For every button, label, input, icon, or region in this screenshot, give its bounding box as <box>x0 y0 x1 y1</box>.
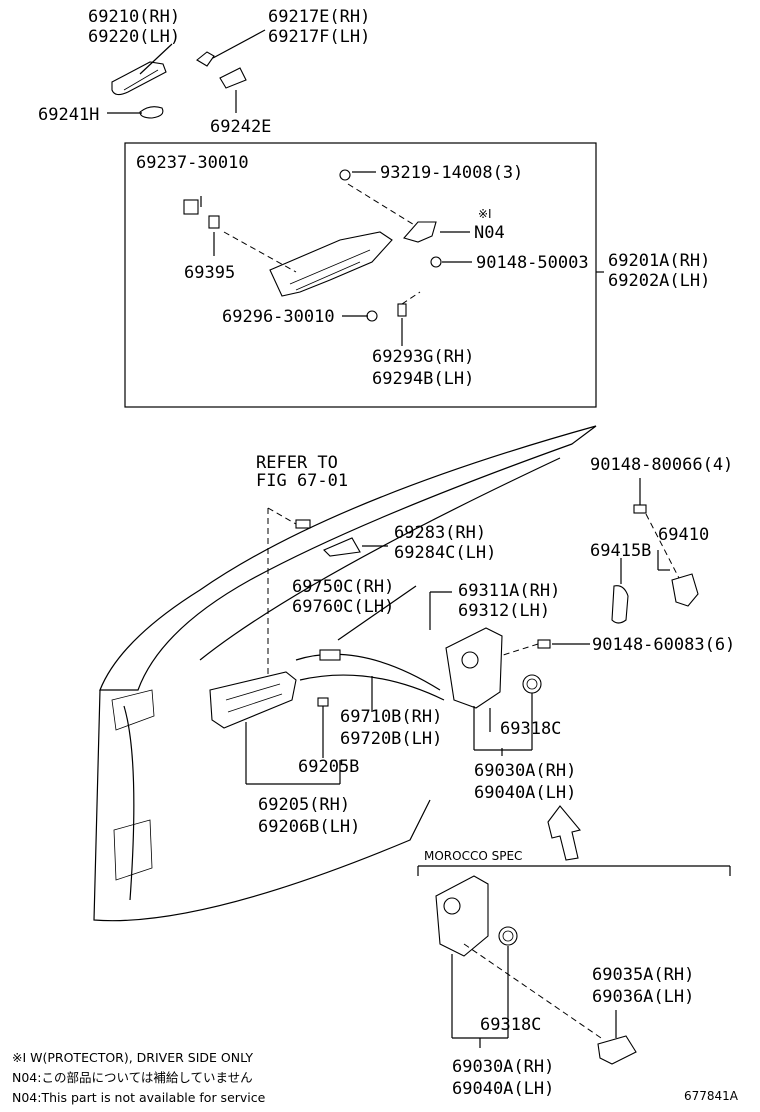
label-69284C: 69284C(LH) <box>394 543 496 563</box>
label-N04: N04 <box>474 223 505 243</box>
handle-pad <box>219 67 247 89</box>
seal-icon <box>522 674 542 694</box>
seal-icon <box>498 926 518 946</box>
label-69283: 69283(RH) <box>394 523 486 543</box>
label-69040A: 69040A(LH) <box>474 783 576 803</box>
label-69030A: 69030A(RH) <box>474 761 576 781</box>
outside-handle <box>111 61 167 96</box>
morocco-spec <box>417 865 731 1065</box>
frame-assembly <box>183 169 604 346</box>
label-note-mark: ※I <box>478 207 492 221</box>
handle-gasket <box>139 106 164 119</box>
label-69217F: 69217F(LH) <box>268 27 370 47</box>
label-69206B: 69206B(LH) <box>258 817 360 837</box>
handle-cap <box>196 51 215 67</box>
outside-handle-group <box>107 29 266 119</box>
screw-icon <box>317 697 329 707</box>
label-69410: 69410 <box>658 525 709 545</box>
clip-icon <box>208 215 220 229</box>
sensor-icon <box>597 1035 637 1065</box>
cables <box>295 585 452 712</box>
label-69210: 69210(RH) <box>88 7 180 27</box>
bolt-icon <box>430 256 442 268</box>
label-69202A: 69202A(LH) <box>608 271 710 291</box>
bolt-icon <box>339 169 351 181</box>
label-69242E: 69242E <box>210 117 271 137</box>
lock-assembly <box>445 627 590 756</box>
footnote-n04-en: N04:This part is not available for servi… <box>12 1090 266 1105</box>
label-90148-50003: 90148-50003 <box>476 253 589 273</box>
label-fig-67-01: FIG 67-01 <box>256 471 348 491</box>
label-69201A: 69201A(RH) <box>608 251 710 271</box>
label-69205: 69205(RH) <box>258 795 350 815</box>
protector-icon <box>403 221 437 243</box>
label-69296: 69296-30010 <box>222 307 335 327</box>
label-69036A: 69036A(LH) <box>592 987 694 1007</box>
footnote-protector: ※I W(PROTECTOR), DRIVER SIDE ONLY <box>12 1050 253 1065</box>
label-refer-to: REFER TO <box>256 453 338 473</box>
label-69217E: 69217E(RH) <box>268 7 370 27</box>
frame-body <box>269 231 393 297</box>
inside-handle <box>209 671 341 785</box>
label-morocco-spec: MOROCCO SPEC <box>424 849 522 863</box>
label-69241H: 69241H <box>38 105 99 125</box>
label-69040A-morocco: 69040A(LH) <box>452 1079 554 1099</box>
label-93219: 93219-14008(3) <box>380 163 523 183</box>
label-69035A: 69035A(RH) <box>592 965 694 985</box>
label-69710B: 69710B(RH) <box>340 707 442 727</box>
cushion-icon <box>183 199 199 215</box>
screw-icon <box>295 519 311 529</box>
figure-number: 677841A <box>684 1089 739 1103</box>
striker-group <box>611 478 699 624</box>
pad-icon <box>397 303 407 317</box>
label-69311A: 69311A(RH) <box>458 581 560 601</box>
label-69205B: 69205B <box>298 757 359 777</box>
label-69318C: 69318C <box>500 719 561 739</box>
label-69395: 69395 <box>184 263 235 283</box>
label-69415B: 69415B <box>590 541 651 561</box>
label-69030A-morocco: 69030A(RH) <box>452 1057 554 1077</box>
screw-icon <box>537 639 551 649</box>
screw-icon <box>633 504 647 514</box>
label-69760C: 69760C(LH) <box>292 597 394 617</box>
label-69237: 69237-30010 <box>136 153 249 173</box>
door-outline <box>93 425 597 922</box>
label-90148-80066: 90148-80066(4) <box>590 455 733 475</box>
frame-box <box>124 142 597 408</box>
bolt-icon <box>366 310 378 322</box>
label-69720B: 69720B(LH) <box>340 729 442 749</box>
label-69293G: 69293G(RH) <box>372 347 474 367</box>
label-69294B: 69294B(LH) <box>372 369 474 389</box>
arrow-icon <box>547 805 581 861</box>
label-69312: 69312(LH) <box>458 601 550 621</box>
footnote-n04-jp: N04:この部品については補給していません <box>12 1070 253 1085</box>
label-69750C: 69750C(RH) <box>292 577 394 597</box>
label-69318C-morocco: 69318C <box>480 1015 541 1035</box>
striker-icon <box>671 573 699 607</box>
spacer-icon <box>611 585 629 624</box>
label-69220: 69220(LH) <box>88 27 180 47</box>
label-90148-60083: 90148-60083(6) <box>592 635 735 655</box>
glass-seal <box>323 537 361 557</box>
